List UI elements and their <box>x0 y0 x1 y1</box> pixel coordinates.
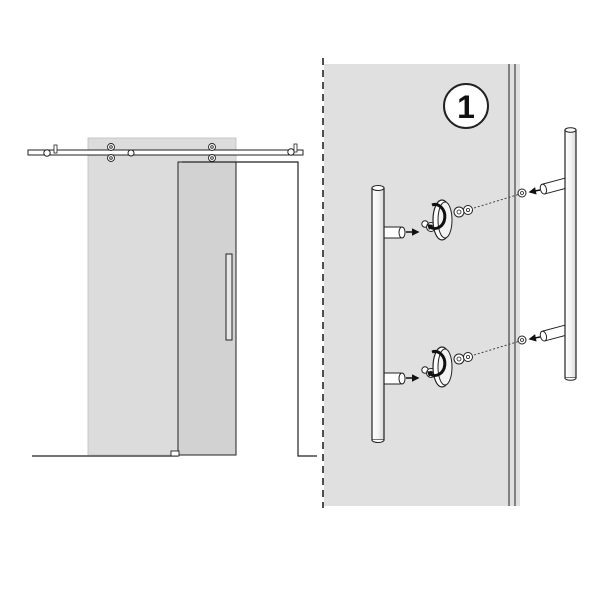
leader-line <box>182 161 317 457</box>
front-handle-bar <box>371 187 385 441</box>
back-handle <box>517 127 577 381</box>
rail-stopper-mid <box>127 149 135 157</box>
door-handle <box>225 253 233 341</box>
front-mount-upper <box>406 193 521 241</box>
floor-guide <box>170 450 180 457</box>
detail-panel: 1 <box>322 58 577 508</box>
washer-icon <box>463 352 473 362</box>
back-handle-bar <box>564 129 577 379</box>
arrow-icon <box>528 187 541 195</box>
rail-stopper-right <box>287 148 295 156</box>
curved-arrow-icon <box>429 350 447 377</box>
washer-icon <box>463 205 473 215</box>
axis-line <box>473 340 521 356</box>
curved-arrow-icon <box>429 203 447 230</box>
front-mount-lower <box>406 340 521 388</box>
door-overview <box>27 137 317 457</box>
back-handle-standoff-top <box>539 177 571 195</box>
washer-icon <box>517 335 527 345</box>
rail-stopper-left-post <box>53 144 58 154</box>
step-badge: 1 <box>443 83 489 129</box>
spacer-icon <box>453 353 465 365</box>
top-rail <box>27 149 304 156</box>
arrow-icon <box>528 334 541 342</box>
rail-stopper-right-post <box>293 143 298 153</box>
step-number: 1 <box>457 89 475 125</box>
axis-line <box>473 193 521 209</box>
washer-icon <box>517 188 527 198</box>
spacer-icon <box>453 206 465 218</box>
rail-stopper-left <box>43 149 51 157</box>
detail-glass <box>324 64 520 506</box>
front-handle <box>371 185 406 443</box>
roller-fittings <box>107 143 216 162</box>
